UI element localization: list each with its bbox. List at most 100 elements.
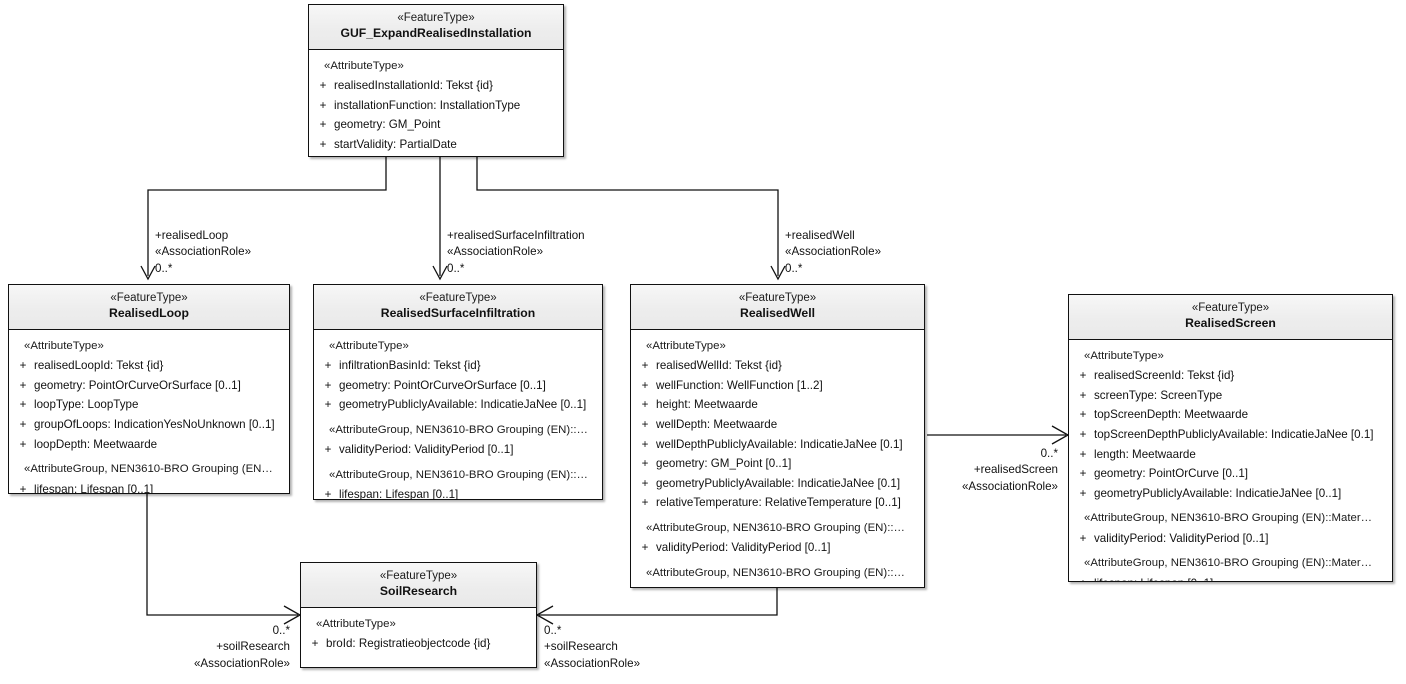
class-name: RealisedLoop — [109, 305, 189, 320]
attribute-group-label: «AttributeGroup, NEN3610-BRO Grouping (E… — [646, 566, 905, 579]
attribute-group-label: «AttributeGroup, NEN3610-BRO Grouping (E… — [24, 463, 273, 476]
visibility-marker: + — [1079, 531, 1087, 545]
attribute-signature: broId: Registratieobjectcode {id} — [326, 637, 491, 651]
edge-label-soil-research-loop: 0..* +soilResearch «AssociationRole» — [150, 623, 290, 672]
visibility-marker: + — [634, 584, 656, 587]
attribute-group-label: «AttributeGroup, NEN3610-BRO Grouping (E… — [329, 468, 588, 481]
attribute-signature: geometry: PointOrCurveOrSurface [0..1] — [339, 378, 546, 392]
class-header: «FeatureType» RealisedWell — [631, 285, 924, 330]
attribute-row: + lifespan: Lifespan [0..1] — [317, 485, 599, 500]
association-multiplicity: 0..* — [155, 261, 173, 275]
edge-realised-surface-infiltration — [432, 157, 448, 281]
class-box-realised-loop[interactable]: «FeatureType» RealisedLoop «AttributeTyp… — [8, 284, 290, 494]
edge-label-realised-surface-infiltration: +realisedSurfaceInfiltration «Associatio… — [447, 228, 585, 277]
attribute-group-label: «AttributeGroup, NEN3610-BRO Grouping (E… — [1084, 512, 1373, 525]
attribute-row: + lifespan: Lifespan [0..1] — [1072, 574, 1389, 581]
class-stereotype: «FeatureType» — [1191, 302, 1270, 314]
visibility-marker: + — [641, 476, 649, 490]
class-stereotype: «FeatureType» — [110, 292, 188, 304]
attribute-row: + broId: Registratieobjectcode {id} — [304, 634, 533, 654]
attribute-signature: geometryPubliclyAvailable: IndicatieJaNe… — [339, 398, 587, 412]
class-name: RealisedWell — [740, 305, 815, 320]
class-box-soil-research[interactable]: «FeatureType» SoilResearch «AttributeTyp… — [300, 562, 537, 668]
class-header: «FeatureType» SoilResearch — [301, 563, 536, 608]
attribute-signature: height: Meetwaarde — [656, 398, 758, 412]
association-role-name: +realisedWell — [785, 229, 855, 242]
attribute-row: + wellFunction: WellFunction [1..2] — [634, 376, 921, 396]
association-stereotype: «AssociationRole» — [785, 245, 882, 259]
attribute-group-label: «AttributeGroup, NEN3610-BRO Grouping (E… — [329, 423, 588, 436]
class-box-realised-well[interactable]: «FeatureType» RealisedWell «AttributeTyp… — [630, 284, 925, 588]
edge-soil-research-loop — [146, 494, 302, 625]
edge-soil-research-well — [535, 588, 778, 625]
visibility-marker: + — [324, 359, 332, 373]
association-stereotype: «AssociationRole» — [961, 479, 1058, 493]
class-box-guf-expand-realised-installation[interactable]: «FeatureType» GUF_ExpandRealisedInstalla… — [308, 4, 564, 157]
class-attributes: «AttributeType» + infiltrationBasinId: T… — [314, 329, 602, 500]
attribute-row: + geometry: GM_Point — [312, 115, 560, 135]
attribute-signature: validityPeriod: ValidityPeriod [0..1] — [1094, 531, 1269, 545]
attribute-signature: geometryPubliclyAvailable: IndicatieJaNe… — [656, 476, 901, 490]
attribute-row: + screenType: ScreenType — [1072, 386, 1389, 406]
association-role-name: +realisedLoop — [155, 229, 229, 242]
attribute-signature: geometry: GM_Point — [334, 118, 441, 132]
attribute-signature: validityPeriod: ValidityPeriod [0..1] — [339, 443, 514, 457]
attribute-row: + infiltrationBasinId: Tekst {id} — [317, 356, 599, 376]
class-stereotype: «FeatureType» — [397, 12, 475, 24]
class-header: «FeatureType» GUF_ExpandRealisedInstalla… — [309, 5, 563, 50]
attribute-row: + realisedInstallationId: Tekst {id} — [312, 76, 560, 96]
attribute-group-label: «AttributeType» — [24, 339, 104, 352]
association-multiplicity: 0..* — [1040, 447, 1058, 460]
class-attributes: «AttributeType» + realisedWellId: Tekst … — [631, 329, 924, 587]
attribute-group-label: «AttributeType» — [329, 339, 409, 352]
attribute-group-label: «AttributeType» — [646, 339, 726, 352]
attribute-row: + lifespan: Lifespan [0..1] — [12, 480, 286, 494]
attribute-signature: lifespan: Lifespan [0..1] — [656, 584, 921, 587]
association-multiplicity: 0..* — [447, 261, 465, 275]
class-name: GUF_ExpandRealisedInstallation — [340, 25, 532, 40]
visibility-marker: + — [19, 437, 27, 451]
association-stereotype: «AssociationRole» — [155, 245, 252, 259]
attribute-row: + realisedScreenId: Tekst {id} — [1072, 366, 1389, 386]
class-name: RealisedScreen — [1185, 315, 1276, 330]
attribute-row: + validityPeriod: ValidityPeriod [0..1] — [317, 440, 599, 460]
class-name: RealisedSurfaceInfiltration — [380, 305, 536, 320]
visibility-marker: + — [319, 118, 327, 132]
visibility-marker: + — [1079, 427, 1087, 441]
attribute-signature: lifespan: Lifespan [0..1] — [34, 482, 154, 494]
class-header: «FeatureType» RealisedSurfaceInfiltratio… — [314, 285, 602, 330]
attribute-row: + lifespan: Lifespan [0..1] — [634, 583, 921, 587]
class-stereotype: «FeatureType» — [738, 292, 817, 304]
visibility-marker: + — [324, 398, 332, 412]
class-box-realised-screen[interactable]: «FeatureType» RealisedScreen «AttributeT… — [1068, 294, 1393, 582]
attribute-signature: geometry: PointOrCurveOrSurface [0..1] — [34, 378, 241, 392]
visibility-marker: + — [19, 359, 27, 373]
visibility-marker: + — [641, 457, 649, 471]
attribute-signature: groupOfLoops: IndicationYesNoUnknown [0.… — [34, 417, 275, 431]
attribute-group-label: «AttributeGroup, NEN3610-BRO Grouping (E… — [1084, 557, 1373, 570]
visibility-marker: + — [324, 488, 332, 500]
attribute-row: + length: Meetwaarde — [1072, 445, 1389, 465]
attribute-row: + validityPeriod: ValidityPeriod [0..1] — [634, 538, 921, 558]
attribute-signature: realisedInstallationId: Tekst {id} — [334, 79, 493, 93]
visibility-marker: + — [641, 417, 649, 431]
edge-realised-screen — [927, 425, 1070, 445]
attribute-signature: validityPeriod: ValidityPeriod [0..1] — [656, 541, 831, 555]
visibility-marker: + — [641, 496, 649, 510]
attribute-signature: startValidity: PartialDate — [334, 137, 457, 151]
visibility-marker: + — [19, 398, 27, 412]
class-attributes: «AttributeType» + broId: Registratieobje… — [301, 607, 536, 661]
attribute-row: + installationFunction: InstallationType — [312, 96, 560, 116]
class-box-realised-surface-infiltration[interactable]: «FeatureType» RealisedSurfaceInfiltratio… — [313, 284, 603, 500]
visibility-marker: + — [1079, 369, 1087, 383]
attribute-row: + wellDepth: Meetwaarde — [634, 415, 921, 435]
edge-label-realised-loop: +realisedLoop «AssociationRole» 0..* — [155, 228, 251, 277]
visibility-marker: + — [319, 137, 327, 151]
visibility-marker: + — [319, 98, 327, 112]
visibility-marker: + — [319, 79, 327, 93]
edge-label-realised-screen: 0..* +realisedScreen «AssociationRole» — [905, 446, 1058, 495]
association-role-name: +soilResearch — [544, 640, 618, 654]
association-role-name: +realisedSurfaceInfiltration — [447, 229, 585, 242]
visibility-marker: + — [311, 637, 319, 651]
